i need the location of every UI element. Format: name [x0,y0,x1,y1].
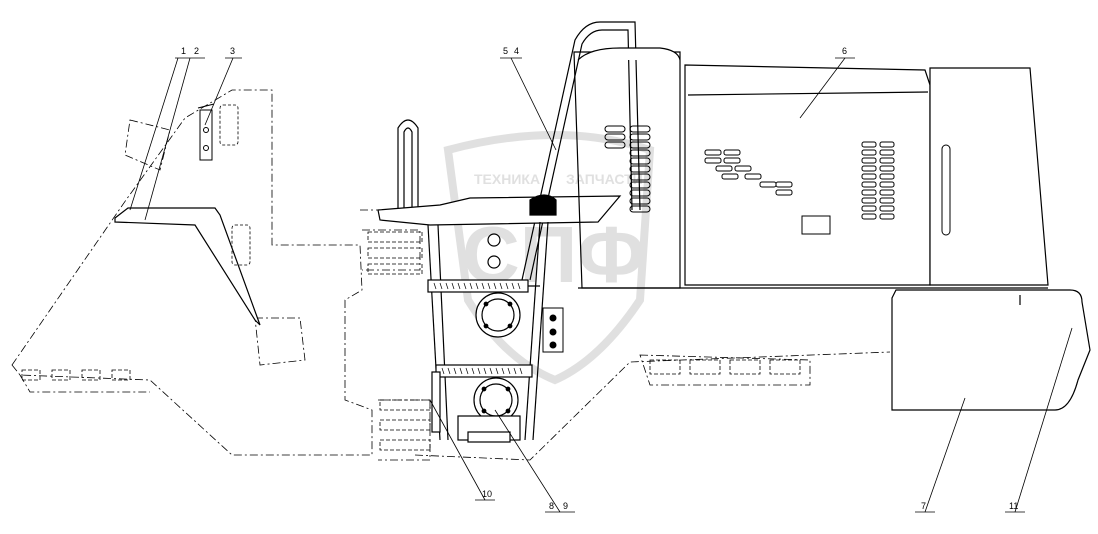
callout-5: 5 [503,46,508,56]
callout-1: 1 [181,46,186,56]
step-platform [377,195,622,226]
vent-slots-center [704,149,831,235]
filler-caps [487,194,557,269]
step-serration [433,282,523,375]
ladder [427,221,549,441]
ghost-brackets [219,104,251,266]
watermark-text-1: ТЕХНИКА [474,171,540,187]
bracket-part-3 [197,103,215,161]
gear-disc-upper [475,292,521,338]
watermark-shield [443,131,655,385]
callouts: 1 2 3 5 4 6 10 8 9 7 11 [181,46,1018,511]
callout-10: 10 [482,489,492,499]
callout-6: 6 [842,46,847,56]
cab-handrail-main [521,21,641,281]
engine-housing [573,47,1049,289]
leader-lines [129,57,1073,513]
ghost-rollers [21,231,801,451]
bolt-plate [542,307,564,353]
callout-9: 9 [563,501,568,511]
cab-handrail-left [397,119,419,215]
door-handle [941,144,951,236]
callout-3: 3 [230,46,235,56]
gear-disc-lower [457,377,521,443]
callout-2: 2 [194,46,199,56]
watermark-text-2: ЗАПЧАСТИ [566,171,643,187]
counterweight [891,289,1091,411]
callout-11: 11 [1009,501,1018,511]
vent-slots-right [861,141,895,220]
callout-7: 7 [921,501,926,511]
vent-slots-left [604,125,651,213]
callout-4: 4 [514,46,519,56]
deflector-plate [114,207,261,326]
callout-8: 8 [549,501,554,511]
